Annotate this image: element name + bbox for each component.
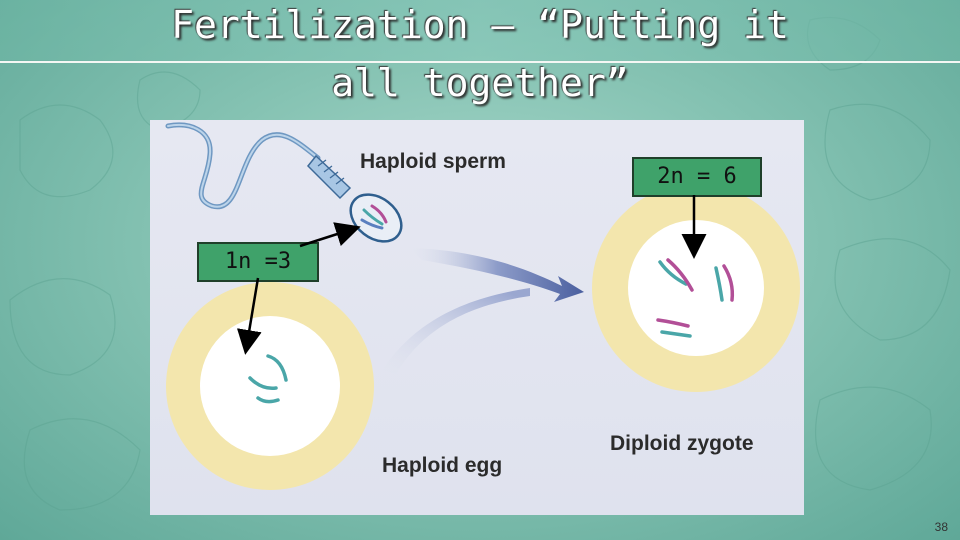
pointer-to-egg bbox=[246, 278, 258, 350]
pointer-to-sperm bbox=[300, 228, 356, 246]
slide-number: 38 bbox=[935, 520, 948, 534]
